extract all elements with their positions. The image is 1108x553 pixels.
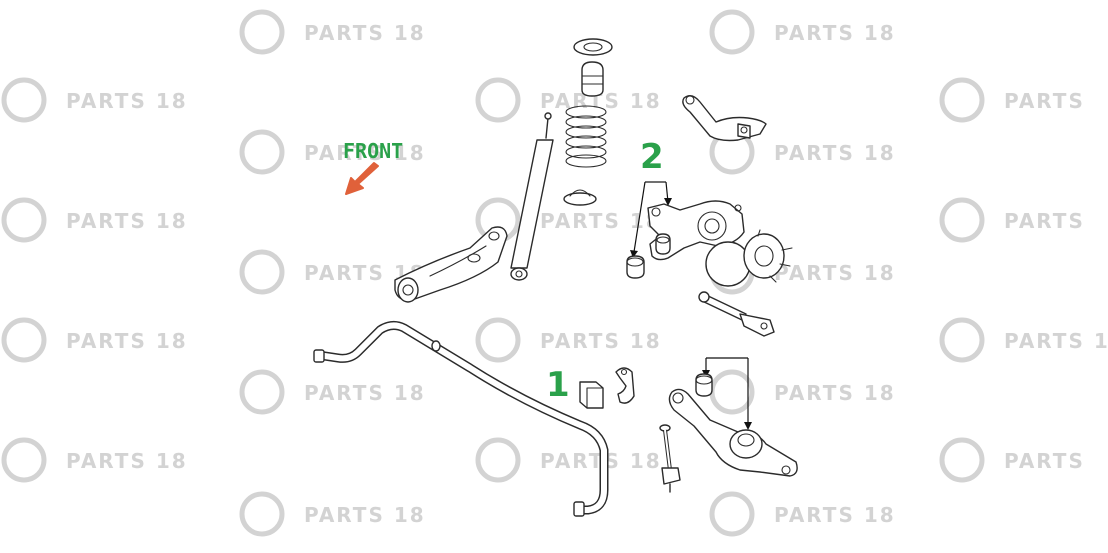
stabilizer-bushing <box>579 381 604 409</box>
watermark: PARTS 18 <box>239 129 426 175</box>
svg-text:PARTS 18: PARTS 18 <box>66 329 188 353</box>
front-indicator: FRONT <box>343 139 403 195</box>
svg-text:PARTS 18: PARTS 18 <box>774 381 896 405</box>
svg-text:PARTS 18: PARTS 18 <box>66 449 188 473</box>
callout-1-label: 1 <box>546 365 570 405</box>
watermark: PARTS 18 <box>239 9 426 55</box>
svg-text:PARTS 18: PARTS 18 <box>774 503 896 527</box>
spring-lower-seat <box>563 192 597 206</box>
svg-text:PARTS 18: PARTS 18 <box>304 141 426 165</box>
watermark: PARTS <box>939 437 1085 483</box>
watermark: PARTS 18 <box>1 437 188 483</box>
callout-2-leaders <box>630 181 672 258</box>
watermark: PARTS 18 <box>709 9 896 55</box>
upper-arm <box>682 95 767 142</box>
watermark: PARTS 18 <box>475 437 660 483</box>
svg-text:PARTS 18: PARTS 18 <box>540 209 662 233</box>
knuckle-bushing-front <box>626 255 645 279</box>
watermark: PARTS 18 <box>239 369 426 415</box>
watermark: PARTS 18 <box>939 317 1108 363</box>
bump-stop <box>581 61 604 97</box>
svg-text:PARTS 18: PARTS 18 <box>774 21 896 45</box>
lower-arm-leaders <box>702 357 752 430</box>
watermark: PARTS 18 <box>709 491 896 537</box>
stabilizer-bar <box>313 320 609 517</box>
svg-text:PARTS: PARTS <box>1004 449 1085 473</box>
watermark: PARTS 18 <box>475 317 662 363</box>
lower-arm <box>668 388 798 477</box>
callout-2-label: 2 <box>640 137 664 177</box>
front-arrow-icon <box>345 162 379 195</box>
toe-link <box>698 291 775 337</box>
svg-text:PARTS 18: PARTS 18 <box>66 89 188 113</box>
spring-assembly <box>563 38 613 206</box>
watermark: PARTS <box>939 77 1085 123</box>
watermark: PARTS 18 <box>1 317 188 363</box>
watermark: PARTS 18 <box>1 197 188 243</box>
stabilizer-bracket <box>615 367 635 404</box>
watermark: PARTS <box>939 197 1085 243</box>
svg-text:PARTS 18: PARTS 18 <box>540 329 662 353</box>
front-label: FRONT <box>343 139 403 163</box>
shock-absorber <box>510 112 554 281</box>
svg-text:PARTS 18: PARTS 18 <box>304 21 426 45</box>
svg-text:PARTS 18: PARTS 18 <box>66 209 188 233</box>
watermark: PARTS 18 <box>1 77 188 123</box>
svg-text:PARTS: PARTS <box>1004 209 1085 233</box>
spring-upper-seat <box>573 38 613 56</box>
svg-text:PARTS 18: PARTS 18 <box>304 503 426 527</box>
trailing-arm <box>394 226 508 303</box>
svg-text:PARTS 18: PARTS 18 <box>774 261 896 285</box>
lower-arm-bushing <box>695 373 713 397</box>
svg-text:PARTS 18: PARTS 18 <box>304 381 426 405</box>
svg-text:PARTS: PARTS <box>1004 89 1085 113</box>
watermark: PARTS 18 <box>709 369 896 415</box>
coil-spring <box>565 105 607 168</box>
wheel-hub <box>705 229 793 287</box>
watermark: PARTS 18 <box>239 491 426 537</box>
svg-text:PARTS 18: PARTS 18 <box>774 141 896 165</box>
svg-text:PARTS 18: PARTS 18 <box>1004 329 1108 353</box>
watermark: PARTS 18 <box>709 129 896 175</box>
watermark-layer: PARTS 18 PARTS 18 PARTS 18 PARTS 18 PART… <box>1 9 1108 537</box>
watermark: PARTS 18 <box>475 77 660 123</box>
stabilizer-link <box>659 424 681 493</box>
